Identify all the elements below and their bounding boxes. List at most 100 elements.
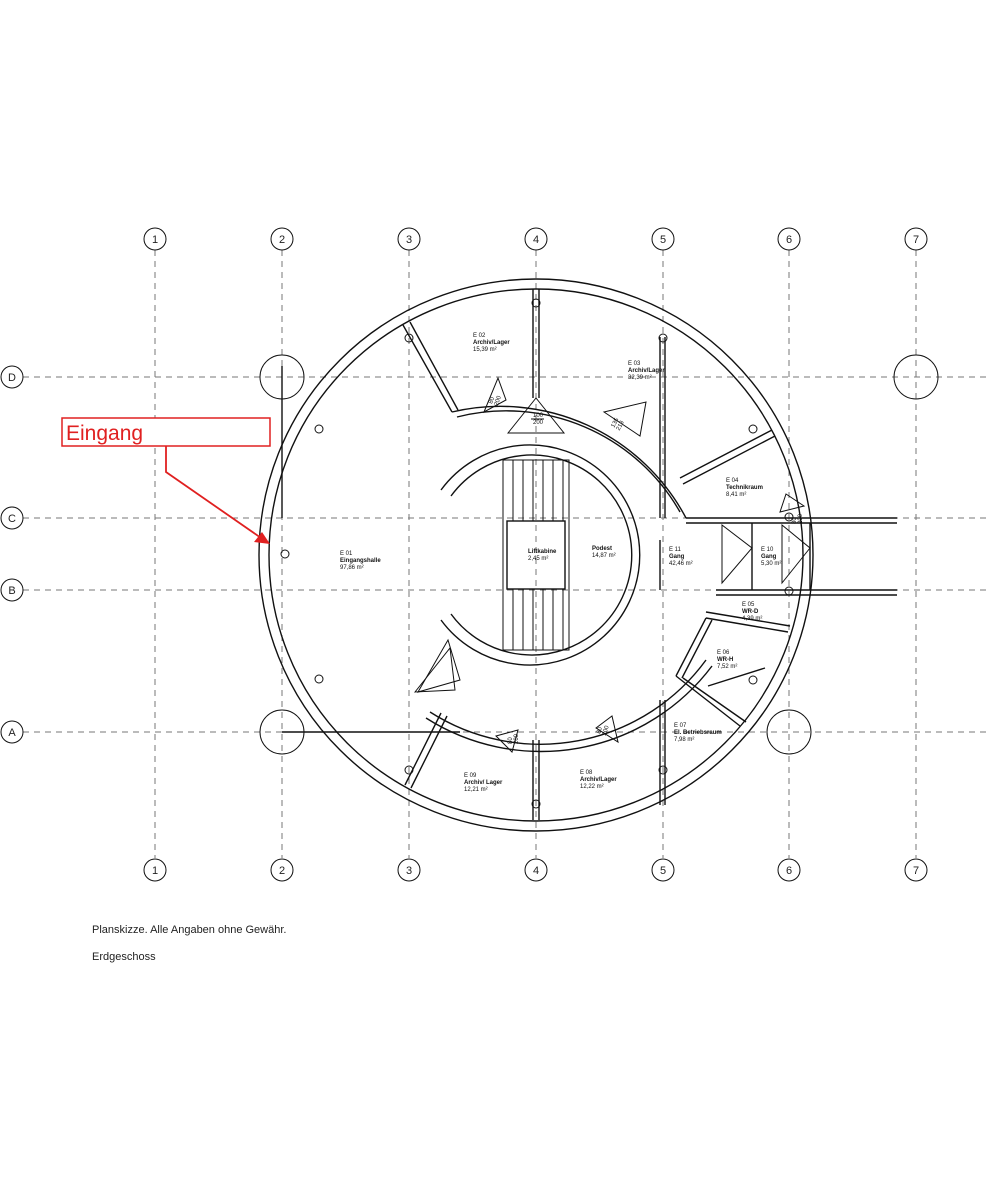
room-label-e09: E 09 Archiv/ Lager 12,21 m² — [464, 773, 503, 793]
column-marker: 7 — [904, 227, 928, 251]
svg-text:Archiv/Lager: Archiv/Lager — [628, 368, 665, 374]
svg-text:200: 200 — [494, 395, 503, 407]
door-dim: 80 200 — [508, 733, 520, 744]
room-label-e04: E 04 Technikraum 8,41 m² — [726, 478, 763, 498]
svg-text:100: 100 — [533, 413, 544, 419]
svg-text:Podest: Podest — [592, 546, 612, 552]
svg-text:5,30 m²: 5,30 m² — [761, 561, 781, 567]
column-marker: 1 — [143, 227, 167, 251]
svg-text:3: 3 — [406, 865, 412, 877]
room-label-e10: E 10 Gang 5,30 m² — [761, 547, 781, 567]
column-marker: 1 — [143, 858, 167, 882]
small-columns — [280, 298, 794, 809]
svg-text:32,39 m²: 32,39 m² — [628, 375, 652, 381]
stair-core — [413, 444, 641, 693]
room-label-e08: E 08 Archiv/Lager 12,22 m² — [580, 770, 617, 790]
room-label-e01: E 01 Eingangshalle 97,86 m² — [340, 551, 381, 571]
svg-text:15,39 m²: 15,39 m² — [473, 347, 497, 353]
entrance-arrow — [165, 446, 265, 541]
svg-text:4: 4 — [533, 234, 539, 246]
svg-text:7,98 m²: 7,98 m² — [674, 737, 694, 743]
svg-text:E 04: E 04 — [726, 478, 739, 484]
svg-text:Archiv/Lager: Archiv/Lager — [473, 340, 510, 346]
svg-text:12,22 m²: 12,22 m² — [580, 784, 604, 790]
svg-text:1: 1 — [152, 234, 158, 246]
door-dim: 135 213 — [610, 417, 626, 432]
column-marker: 6 — [777, 227, 801, 251]
svg-text:Archiv/Lager: Archiv/Lager — [580, 777, 617, 783]
svg-text:80: 80 — [488, 396, 496, 405]
door-dim: 80 200 — [596, 724, 611, 736]
svg-text:Liftkabine: Liftkabine — [528, 549, 557, 555]
room-label-e05: E 05 WR-D 4,39 m² — [742, 602, 762, 622]
column-marker: 2 — [270, 227, 294, 251]
column-marker: 3 — [397, 858, 421, 882]
column-marker: 3 — [397, 227, 421, 251]
svg-text:8,41 m²: 8,41 m² — [726, 492, 746, 498]
facade-lines — [281, 366, 460, 733]
row-marker: D — [0, 365, 24, 389]
column-marker: 4 — [524, 227, 548, 251]
svg-text:200: 200 — [798, 513, 804, 524]
svg-text:80: 80 — [792, 517, 798, 524]
svg-text:E 03: E 03 — [628, 361, 641, 367]
door-dim: 100 200 — [531, 413, 544, 426]
svg-text:4: 4 — [533, 865, 539, 877]
column-marker: 6 — [777, 858, 801, 882]
entrance-callout-label: Eingang — [66, 422, 143, 445]
svg-text:5: 5 — [660, 865, 666, 877]
svg-text:12,21 m²: 12,21 m² — [464, 787, 488, 793]
row-marker: A — [0, 720, 24, 744]
svg-text:80: 80 — [508, 737, 514, 744]
svg-text:97,86 m²: 97,86 m² — [340, 565, 364, 571]
svg-text:Gang: Gang — [669, 554, 685, 560]
svg-text:4,39 m²: 4,39 m² — [742, 616, 762, 622]
room-label-podest: Podest 14,87 m² — [592, 546, 616, 559]
svg-text:135: 135 — [610, 417, 620, 429]
svg-text:1: 1 — [152, 865, 158, 877]
svg-text:E 01: E 01 — [340, 551, 353, 557]
room-label-e02: E 02 Archiv/Lager 15,39 m² — [473, 333, 510, 353]
entrance-callout-box — [61, 417, 271, 447]
column-marker: 5 — [651, 858, 675, 882]
column-marker: 7 — [904, 858, 928, 882]
svg-text:5: 5 — [660, 234, 666, 246]
svg-text:C: C — [8, 513, 16, 525]
svg-text:42,46 m²: 42,46 m² — [669, 561, 693, 567]
svg-text:B: B — [8, 585, 15, 597]
svg-text:D: D — [8, 372, 16, 384]
outer-wall — [258, 278, 814, 832]
grid-row-markers: D C B A — [0, 365, 24, 744]
room-label-e11: E 11 Gang 42,46 m² — [669, 547, 693, 567]
svg-text:A: A — [8, 727, 16, 739]
svg-text:2,45 m²: 2,45 m² — [528, 556, 548, 562]
svg-text:6: 6 — [786, 234, 792, 246]
svg-text:6: 6 — [786, 865, 792, 877]
svg-text:El. Betriebsraum: El. Betriebsraum — [674, 730, 722, 736]
svg-text:213: 213 — [616, 420, 626, 432]
svg-text:WR-H: WR-H — [717, 657, 733, 663]
plan-disclaimer: Planskizze. Alle Angaben ohne Gewähr. — [92, 924, 287, 936]
door-dimension-labels: 80 200 100 200 135 213 80 200 80 200 80 … — [488, 395, 804, 744]
svg-text:3: 3 — [406, 234, 412, 246]
svg-text:E 07: E 07 — [674, 723, 687, 729]
column-marker: 5 — [651, 227, 675, 251]
room-label-e03: E 03 Archiv/Lager 32,39 m² — [628, 361, 665, 381]
room-label-liftkabine: Liftkabine 2,45 m² — [528, 549, 557, 562]
svg-text:200: 200 — [514, 733, 520, 744]
column-marker: 2 — [270, 858, 294, 882]
svg-text:E 08: E 08 — [580, 770, 593, 776]
svg-text:Eingangshalle: Eingangshalle — [340, 558, 381, 564]
svg-text:E 06: E 06 — [717, 650, 730, 656]
svg-text:WR-D: WR-D — [742, 609, 759, 615]
svg-text:7,52 m²: 7,52 m² — [717, 664, 737, 670]
arrow-head-icon — [254, 532, 270, 544]
svg-text:E 05: E 05 — [742, 602, 755, 608]
svg-text:200: 200 — [533, 420, 544, 426]
room-label-e06: E 06 WR-H 7,52 m² — [717, 650, 737, 670]
row-marker: B — [0, 578, 24, 602]
svg-text:E 02: E 02 — [473, 333, 486, 339]
room-label-e07: E 07 El. Betriebsraum 7,98 m² — [674, 723, 722, 743]
door-swings — [416, 376, 811, 753]
